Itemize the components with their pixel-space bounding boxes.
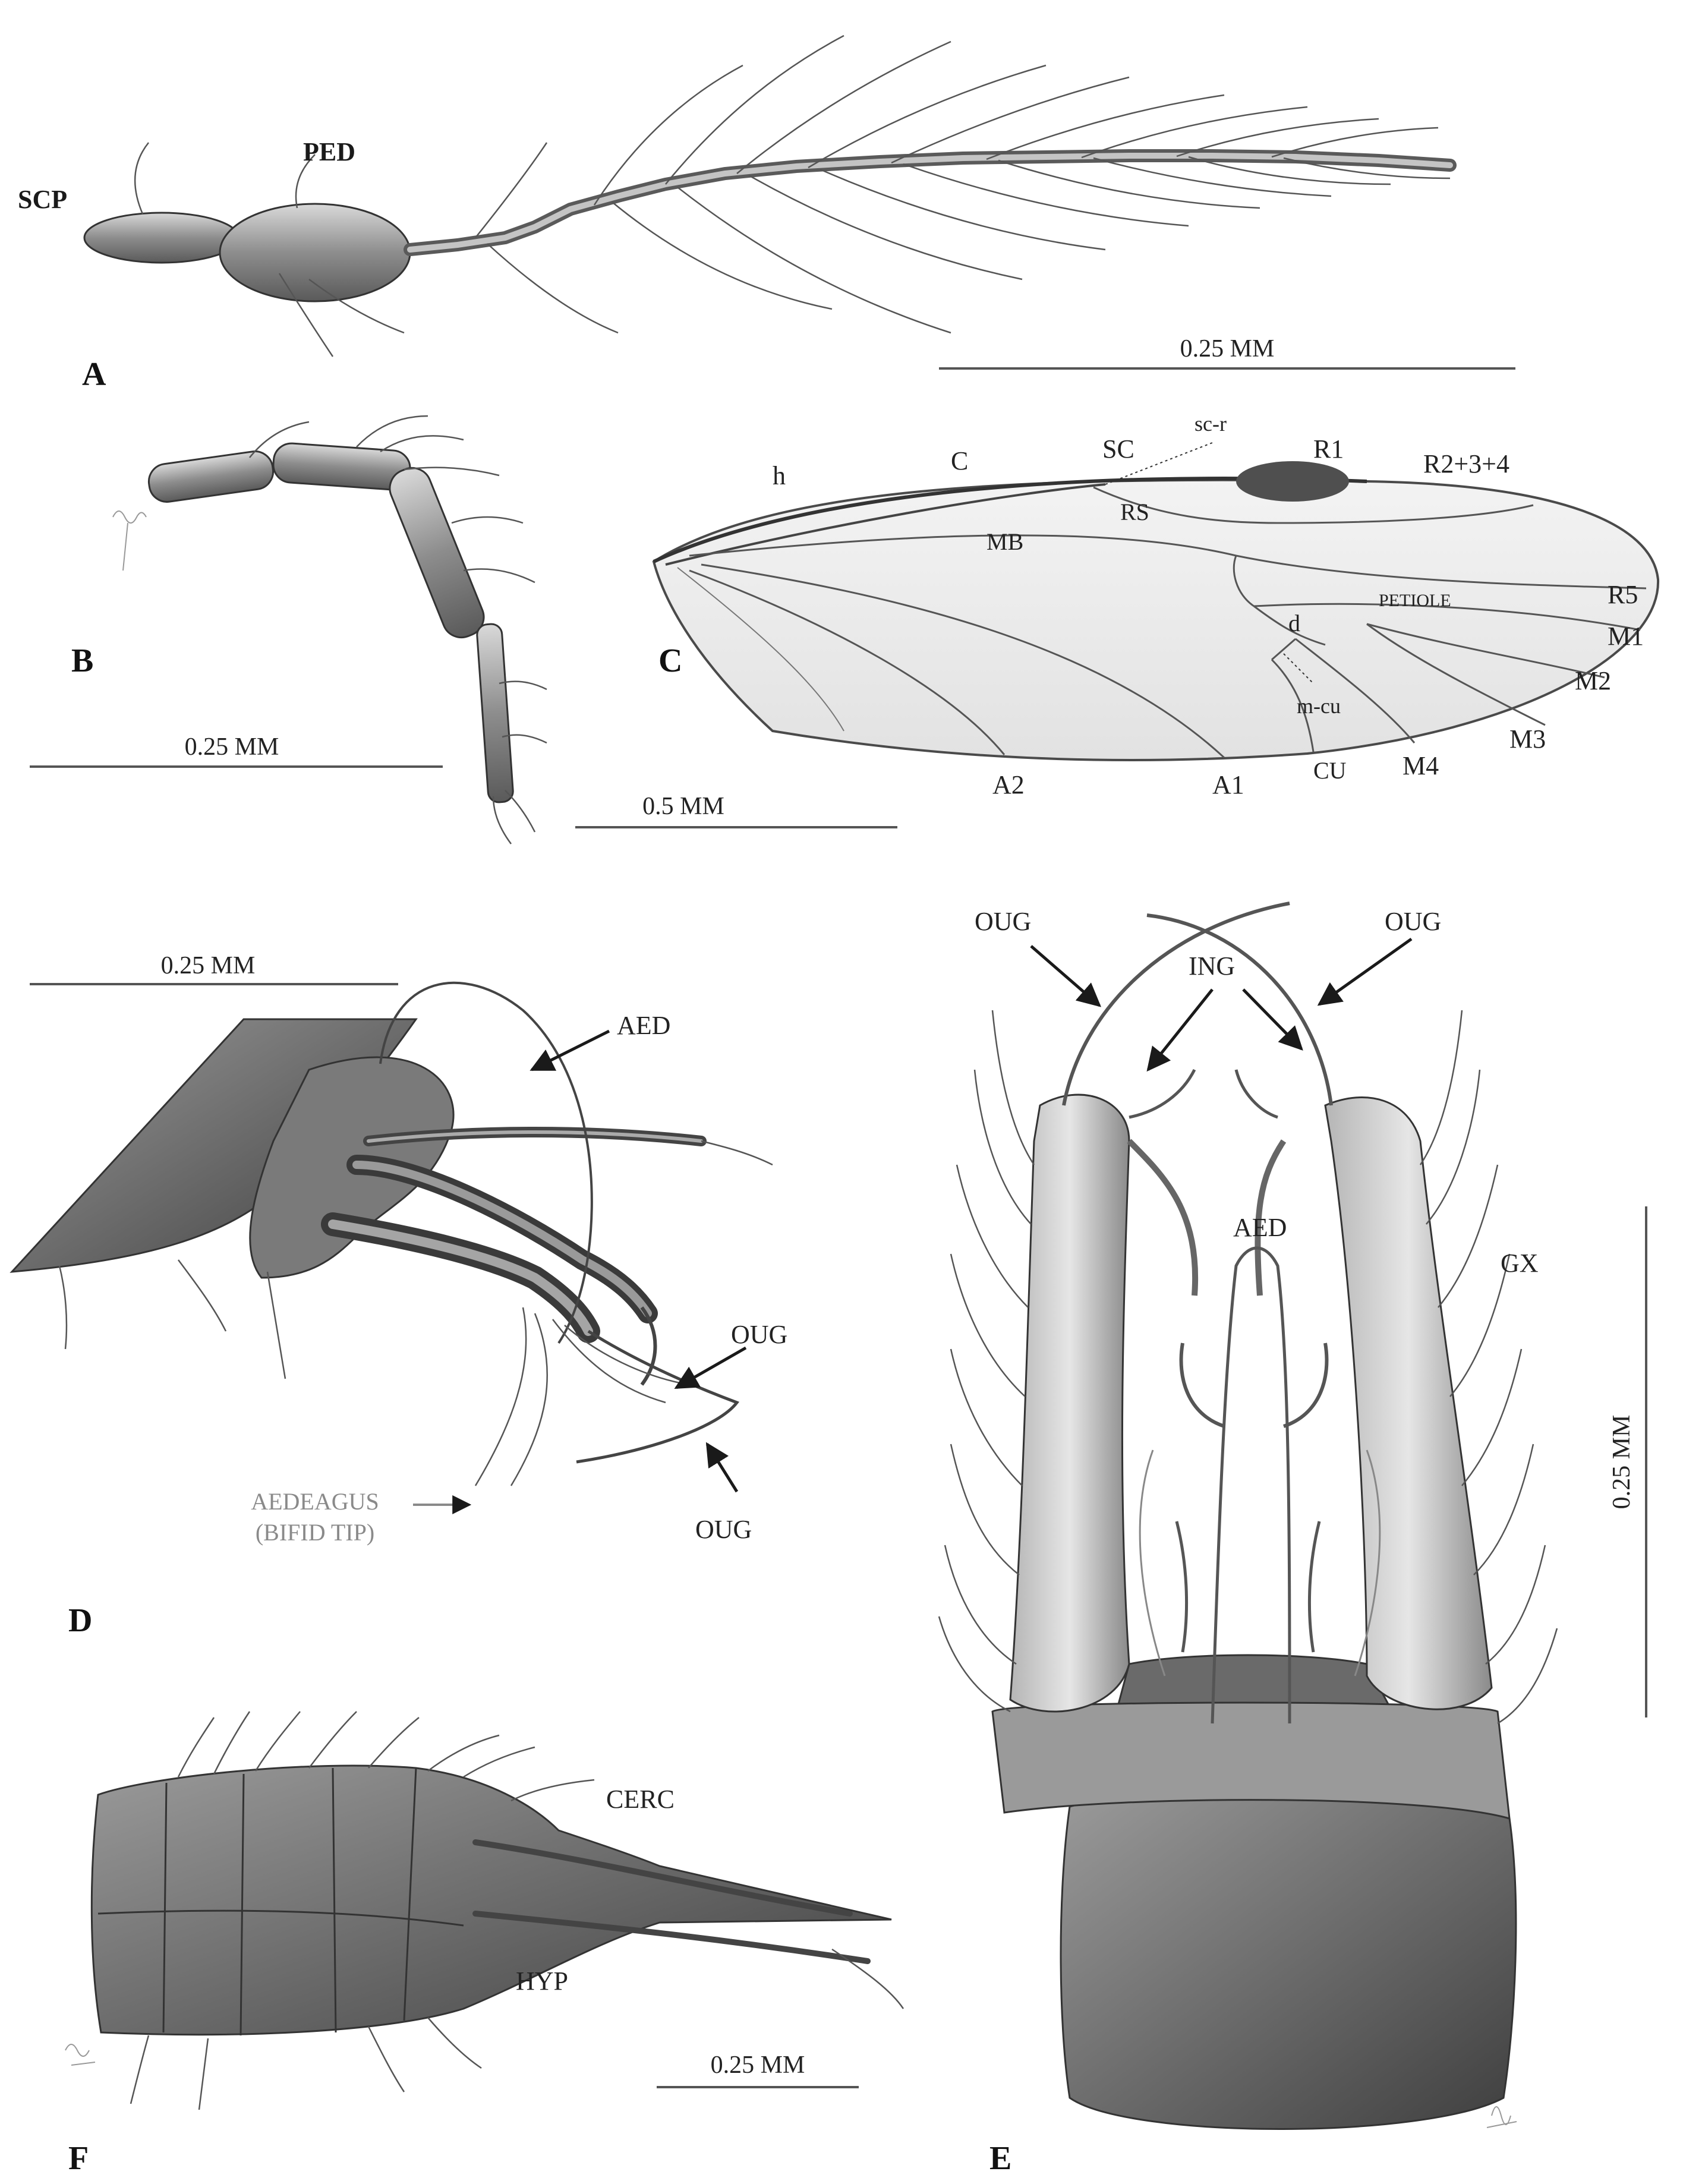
vein-label-r1: R1 — [1313, 434, 1344, 464]
scale-label-a: 0.25 MM — [1180, 335, 1275, 363]
panel-e: OUG OUG ING AED GX 0.25 MM E — [938, 902, 1647, 2177]
panel-letter-c: C — [658, 642, 682, 679]
label-e-aed: AED — [1233, 1213, 1287, 1242]
panel-d: 0.25 MM — [10, 952, 787, 1639]
scale-label-b: 0.25 MM — [185, 733, 279, 761]
wing-vein-labels: h C SC sc-r R1 R2+3+4 RS MB PETIOLE R5 M… — [773, 412, 1644, 799]
vein-label-cu: CU — [1313, 757, 1347, 784]
palp-drawing — [112, 415, 547, 844]
vein-label-sc-r: sc-r — [1195, 412, 1227, 436]
handwritten-mark-e — [1486, 2106, 1517, 2128]
label-d-oug-upper: OUG — [731, 1320, 787, 1349]
panel-letter-d: D — [68, 1602, 92, 1639]
vein-label-h: h — [773, 461, 786, 490]
arrow-e-oug-left — [1030, 945, 1102, 1007]
vein-label-r5: R5 — [1608, 580, 1638, 609]
genitalia-lateral-drawing — [10, 981, 773, 1486]
panel-letter-a: A — [82, 356, 106, 393]
vein-label-m2: M2 — [1575, 666, 1611, 695]
label-f-cerc: CERC — [606, 1785, 675, 1814]
label-e-gx: GX — [1501, 1249, 1539, 1278]
label-f-hyp: HYP — [516, 1966, 568, 1996]
scale-label-d: 0.25 MM — [161, 952, 256, 979]
vein-label-m-cu: m-cu — [1297, 694, 1341, 718]
vein-label-m4: M4 — [1402, 751, 1439, 780]
label-e-oug-right: OUG — [1385, 907, 1441, 936]
pedicel-label: PED — [303, 137, 355, 166]
scale-label-e: 0.25 MM — [1608, 1415, 1635, 1509]
wing-drawing — [652, 442, 1660, 762]
panel-b: 0.25 MM B — [30, 415, 547, 844]
label-e-ing: ING — [1189, 951, 1235, 981]
handwritten-mark-f — [65, 2044, 96, 2066]
arrow-e-ing-right — [1242, 988, 1303, 1051]
label-d-aedeagus-line2: (BIFID TIP) — [256, 1519, 374, 1546]
vein-label-r234: R2+3+4 — [1423, 449, 1509, 478]
vein-label-m3: M3 — [1509, 724, 1546, 754]
arrow-d-oug-lower — [705, 1442, 739, 1493]
vein-label-d: d — [1288, 610, 1300, 636]
label-e-oug-left: OUG — [975, 907, 1031, 936]
panel-letter-b: B — [71, 642, 93, 679]
panel-letter-f: F — [68, 2140, 89, 2177]
scale-label-c: 0.5 MM — [642, 793, 724, 820]
label-d-aed: AED — [617, 1011, 670, 1040]
genitalia-dorsal-drawing — [938, 902, 1558, 2130]
panel-a: SCP PED 0.25 MM A — [18, 34, 1515, 393]
vein-label-sc: SC — [1102, 434, 1134, 464]
arrow-d-oug-upper — [674, 1346, 747, 1389]
antenna-drawing — [83, 34, 1457, 357]
label-d-aedeagus-line1: AEDEAGUS — [251, 1488, 379, 1515]
terminalia-lateral-drawing — [65, 1711, 904, 2110]
panel-f: CERC HYP 0.25 MM F — [65, 1711, 904, 2177]
panel-c: h C SC sc-r R1 R2+3+4 RS MB PETIOLE R5 M… — [575, 412, 1660, 828]
arrow-e-ing-left — [1146, 988, 1214, 1072]
vein-label-c: C — [951, 446, 968, 475]
panel-letter-e: E — [989, 2140, 1011, 2177]
vein-label-rs: RS — [1120, 499, 1149, 525]
scale-label-f: 0.25 MM — [711, 2051, 805, 2079]
handwritten-mark-b — [112, 510, 147, 571]
label-d-oug-lower: OUG — [695, 1515, 752, 1544]
vein-label-mb: MB — [987, 528, 1023, 555]
vein-label-petiole: PETIOLE — [1379, 591, 1451, 610]
vein-label-a2: A2 — [992, 770, 1025, 799]
scape-label: SCP — [18, 185, 67, 214]
vein-label-a1: A1 — [1212, 770, 1244, 799]
arrow-d-aed — [530, 1029, 610, 1071]
arrow-e-oug-right — [1317, 937, 1413, 1006]
vein-label-m1: M1 — [1608, 622, 1644, 651]
